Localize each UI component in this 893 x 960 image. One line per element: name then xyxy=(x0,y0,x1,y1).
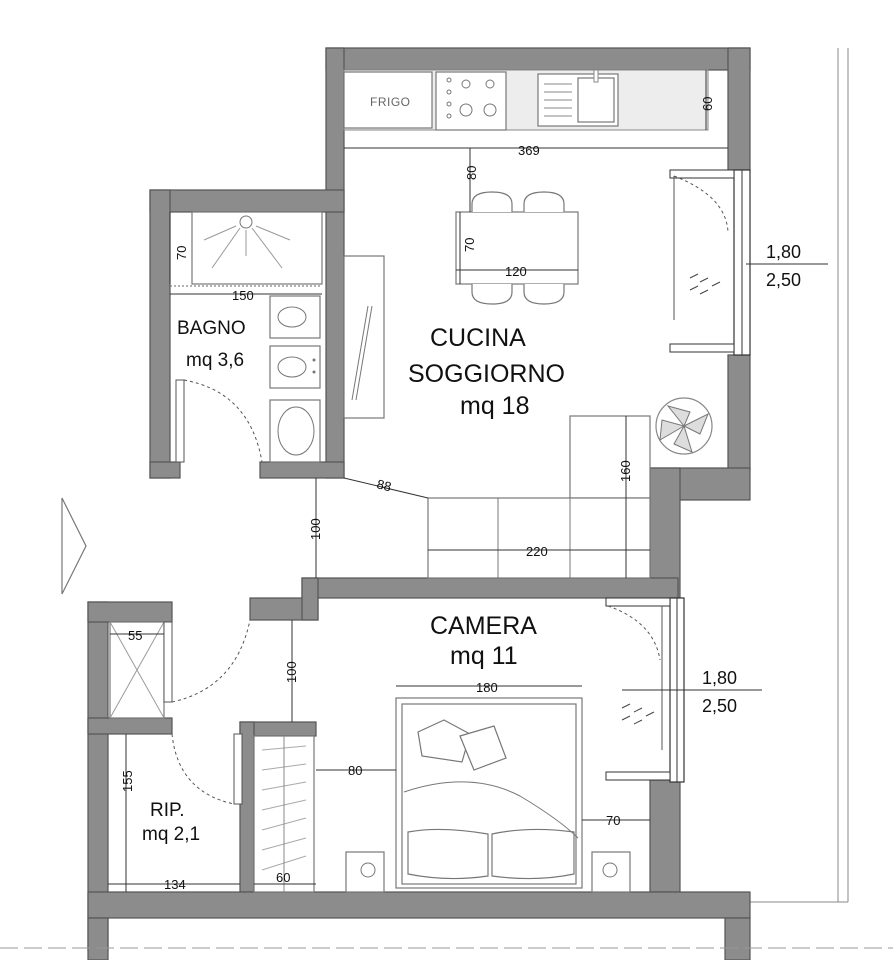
room-bagno-name: BAGNO xyxy=(177,318,246,339)
window-cucina-height: 2,50 xyxy=(766,270,801,290)
dim-passage-diag: 88 xyxy=(375,476,393,494)
dim-rip-depth: 155 xyxy=(120,770,135,792)
frigo-label: FRIGO xyxy=(370,95,411,109)
dim-shower-depth: 70 xyxy=(174,246,189,260)
dim-kitchen-depth: 60 xyxy=(700,97,715,111)
window-cucina xyxy=(669,169,751,356)
heater-icon xyxy=(621,273,721,725)
room-rip-name: RIP. xyxy=(150,800,185,821)
entrance-arrow-icon xyxy=(61,497,87,595)
dining-table xyxy=(455,191,579,305)
dim-sofa-depth: 160 xyxy=(618,460,633,482)
plant-icon xyxy=(655,397,713,455)
window-cucina-width: 1,80 xyxy=(766,242,801,262)
dim-wardrobe-depth: 60 xyxy=(276,870,290,885)
room-cucina-area: mq 18 xyxy=(460,392,529,420)
dim-table-gap: 80 xyxy=(464,166,479,180)
double-bed xyxy=(395,697,583,889)
dim-kitchen-length: 369 xyxy=(518,143,540,158)
bagno-door xyxy=(175,379,263,463)
bidet xyxy=(269,345,321,389)
dim-hall-width: 100 xyxy=(308,518,323,540)
shower xyxy=(170,211,323,287)
tv-cabinet xyxy=(343,255,385,419)
toilet xyxy=(269,295,321,339)
dim-bed-side-gap: 70 xyxy=(606,813,620,828)
dimension-lines xyxy=(108,70,828,892)
room-camera-name: CAMERA xyxy=(430,612,537,640)
dim-table-depth: 70 xyxy=(462,238,477,252)
room-bagno-area: mq 3,6 xyxy=(186,350,244,371)
wardrobe xyxy=(253,735,315,893)
room-camera-area: mq 11 xyxy=(450,642,518,670)
room-soggiorno-name: SOGGIORNO xyxy=(408,360,565,388)
closet-55 xyxy=(109,619,251,719)
washbasin xyxy=(269,399,321,463)
nightstand-right xyxy=(591,851,631,893)
dim-sofa-length: 220 xyxy=(526,544,548,559)
nightstand-left xyxy=(345,851,385,893)
dim-wardrobe-gap: 80 xyxy=(348,763,362,778)
dim-table-length: 120 xyxy=(505,264,527,279)
room-cucina-name: CUCINA xyxy=(430,324,526,352)
kitchen-counter xyxy=(343,69,709,131)
window-camera-height: 2,50 xyxy=(702,696,737,716)
dim-rip-width: 134 xyxy=(164,877,186,892)
walls xyxy=(87,47,751,960)
window-camera-width: 1,80 xyxy=(702,668,737,688)
sofa xyxy=(427,415,651,579)
dim-camera-hall: 100 xyxy=(284,661,299,683)
dim-bath-width: 150 xyxy=(232,288,254,303)
dim-bed-width: 180 xyxy=(476,680,498,695)
dim-closet-width: 55 xyxy=(128,628,142,643)
rip-door xyxy=(171,733,243,805)
room-rip-area: mq 2,1 xyxy=(142,824,200,845)
